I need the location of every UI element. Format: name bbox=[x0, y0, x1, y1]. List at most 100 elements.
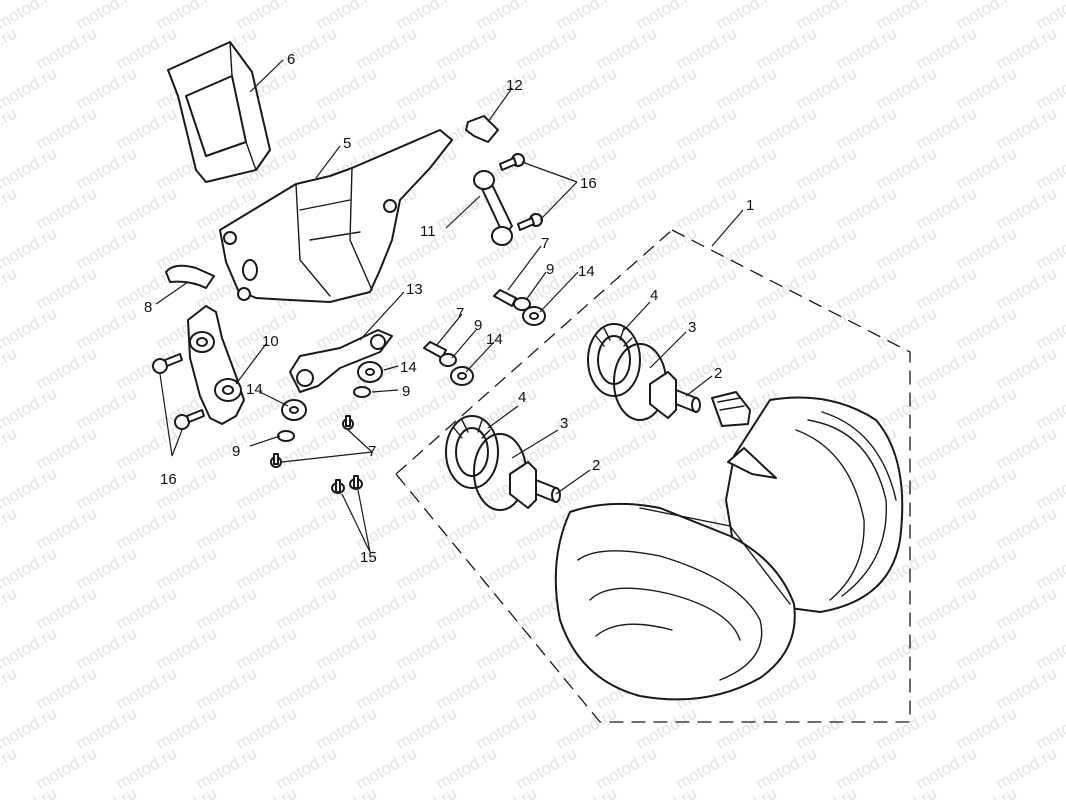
watermark-text: motod.ru bbox=[273, 103, 341, 153]
watermark-text: motod.ru bbox=[633, 223, 701, 273]
watermark-text: motod.ru bbox=[913, 263, 981, 313]
watermark-text: motod.ru bbox=[793, 303, 861, 353]
watermark-text: motod.ru bbox=[793, 223, 861, 273]
watermark-text: motod.ru bbox=[433, 23, 501, 73]
watermark-text: motod.ru bbox=[73, 143, 141, 193]
watermark-text: motod.ru bbox=[73, 543, 141, 593]
watermark-text: motod.ru bbox=[73, 303, 141, 353]
watermark-text: motod.ru bbox=[153, 703, 221, 753]
watermark-text: motod.ru bbox=[433, 743, 501, 793]
watermark-text: motod.ru bbox=[33, 583, 101, 633]
part-9-washer-left bbox=[277, 430, 295, 442]
watermark-text: motod.ru bbox=[513, 23, 581, 73]
part-14-grommet-upper bbox=[522, 306, 546, 326]
watermark-text: motod.ru bbox=[793, 783, 861, 800]
watermark-text: motod.ru bbox=[953, 783, 1021, 800]
watermark-text: motod.ru bbox=[753, 103, 821, 153]
callout-6: 6 bbox=[287, 51, 295, 68]
part-11-link bbox=[473, 170, 513, 246]
watermark-text: motod.ru bbox=[673, 23, 741, 73]
watermark-text: motod.ru bbox=[753, 263, 821, 313]
watermark-text: motod.ru bbox=[1033, 783, 1066, 800]
callout-8: 8 bbox=[144, 299, 152, 316]
watermark-text: motod.ru bbox=[393, 623, 461, 673]
watermark-text: motod.ru bbox=[873, 703, 941, 753]
watermark-text: motod.ru bbox=[673, 263, 741, 313]
watermark-text: motod.ru bbox=[113, 23, 181, 73]
watermark-text: motod.ru bbox=[993, 423, 1061, 473]
watermark-text: motod.ru bbox=[993, 263, 1061, 313]
watermark-text: motod.ru bbox=[473, 543, 541, 593]
watermark-text: motod.ru bbox=[193, 743, 261, 793]
watermark-text: motod.ru bbox=[393, 63, 461, 113]
watermark-text: motod.ru bbox=[473, 623, 541, 673]
callout-11: 11 bbox=[420, 223, 436, 240]
callout-14-left: 14 bbox=[246, 381, 263, 398]
watermark-text: motod.ru bbox=[553, 63, 621, 113]
watermark-text: motod.ru bbox=[753, 743, 821, 793]
watermark-text: motod.ru bbox=[953, 303, 1021, 353]
watermark-text: motod.ru bbox=[833, 263, 901, 313]
part-4-bulb-cover-upper bbox=[587, 323, 641, 397]
part-16-screw-left-a bbox=[152, 353, 183, 374]
part-7-bolt-lower-a bbox=[342, 415, 354, 430]
watermark-text: motod.ru bbox=[0, 503, 20, 553]
watermark-text: motod.ru bbox=[953, 463, 1021, 513]
watermark-text: motod.ru bbox=[393, 783, 461, 800]
watermark-text: motod.ru bbox=[793, 703, 861, 753]
watermark-text: motod.ru bbox=[593, 23, 661, 73]
callout-7-lower: 7 bbox=[368, 443, 376, 460]
callout-7-upper: 7 bbox=[541, 235, 549, 252]
watermark-text: motod.ru bbox=[713, 303, 781, 353]
headlamp-connector bbox=[711, 391, 751, 427]
callout-10: 10 bbox=[262, 333, 279, 350]
watermark-text: motod.ru bbox=[513, 743, 581, 793]
watermark-text: motod.ru bbox=[113, 423, 181, 473]
watermark-text: motod.ru bbox=[0, 183, 20, 233]
watermark-text: motod.ru bbox=[713, 703, 781, 753]
watermark-text: motod.ru bbox=[233, 703, 301, 753]
part-8-clip bbox=[165, 264, 215, 289]
watermark-text: motod.ru bbox=[33, 423, 101, 473]
watermark-text: motod.ru bbox=[0, 783, 60, 800]
part-15-clip-b bbox=[349, 475, 363, 490]
watermark-text: motod.ru bbox=[73, 623, 141, 673]
watermark-text: motod.ru bbox=[273, 503, 341, 553]
watermark-text: motod.ru bbox=[0, 103, 20, 153]
part-14-grommet-right bbox=[357, 361, 383, 383]
watermark-text: motod.ru bbox=[353, 743, 421, 793]
watermark-text: motod.ru bbox=[753, 183, 821, 233]
watermark-text: motod.ru bbox=[153, 543, 221, 593]
watermark-text: motod.ru bbox=[233, 623, 301, 673]
watermark-text: motod.ru bbox=[593, 103, 661, 153]
part-9-washer-middle bbox=[439, 353, 457, 367]
watermark-text: motod.ru bbox=[113, 583, 181, 633]
watermark-text: motod.ru bbox=[993, 343, 1061, 393]
watermark-text: motod.ru bbox=[673, 343, 741, 393]
part-6-cover bbox=[167, 41, 271, 183]
watermark-text: motod.ru bbox=[833, 743, 901, 793]
watermark-text: motod.ru bbox=[593, 183, 661, 233]
callout-13: 13 bbox=[406, 281, 423, 298]
watermark-text: motod.ru bbox=[73, 223, 141, 273]
watermark-text: motod.ru bbox=[313, 63, 381, 113]
watermark-text: motod.ru bbox=[473, 783, 541, 800]
watermark-text: motod.ru bbox=[513, 663, 581, 713]
watermark-text: motod.ru bbox=[913, 103, 981, 153]
watermark-text: motod.ru bbox=[833, 23, 901, 73]
watermark-text: motod.ru bbox=[913, 423, 981, 473]
watermark-text: motod.ru bbox=[273, 743, 341, 793]
part-7-bolt-upper bbox=[493, 289, 517, 307]
callout-7-middle: 7 bbox=[456, 305, 464, 322]
watermark-text: motod.ru bbox=[913, 583, 981, 633]
part-7-bolt-middle bbox=[423, 341, 447, 359]
callout-14-middle: 14 bbox=[486, 331, 503, 348]
watermark-text: motod.ru bbox=[0, 743, 20, 793]
watermark-text: motod.ru bbox=[0, 663, 20, 713]
callout-2-upper: 2 bbox=[714, 365, 722, 382]
watermark-text: motod.ru bbox=[113, 103, 181, 153]
part-16-screw-upper-b bbox=[517, 213, 543, 231]
callout-12: 12 bbox=[506, 77, 523, 94]
watermark-text: motod.ru bbox=[793, 143, 861, 193]
